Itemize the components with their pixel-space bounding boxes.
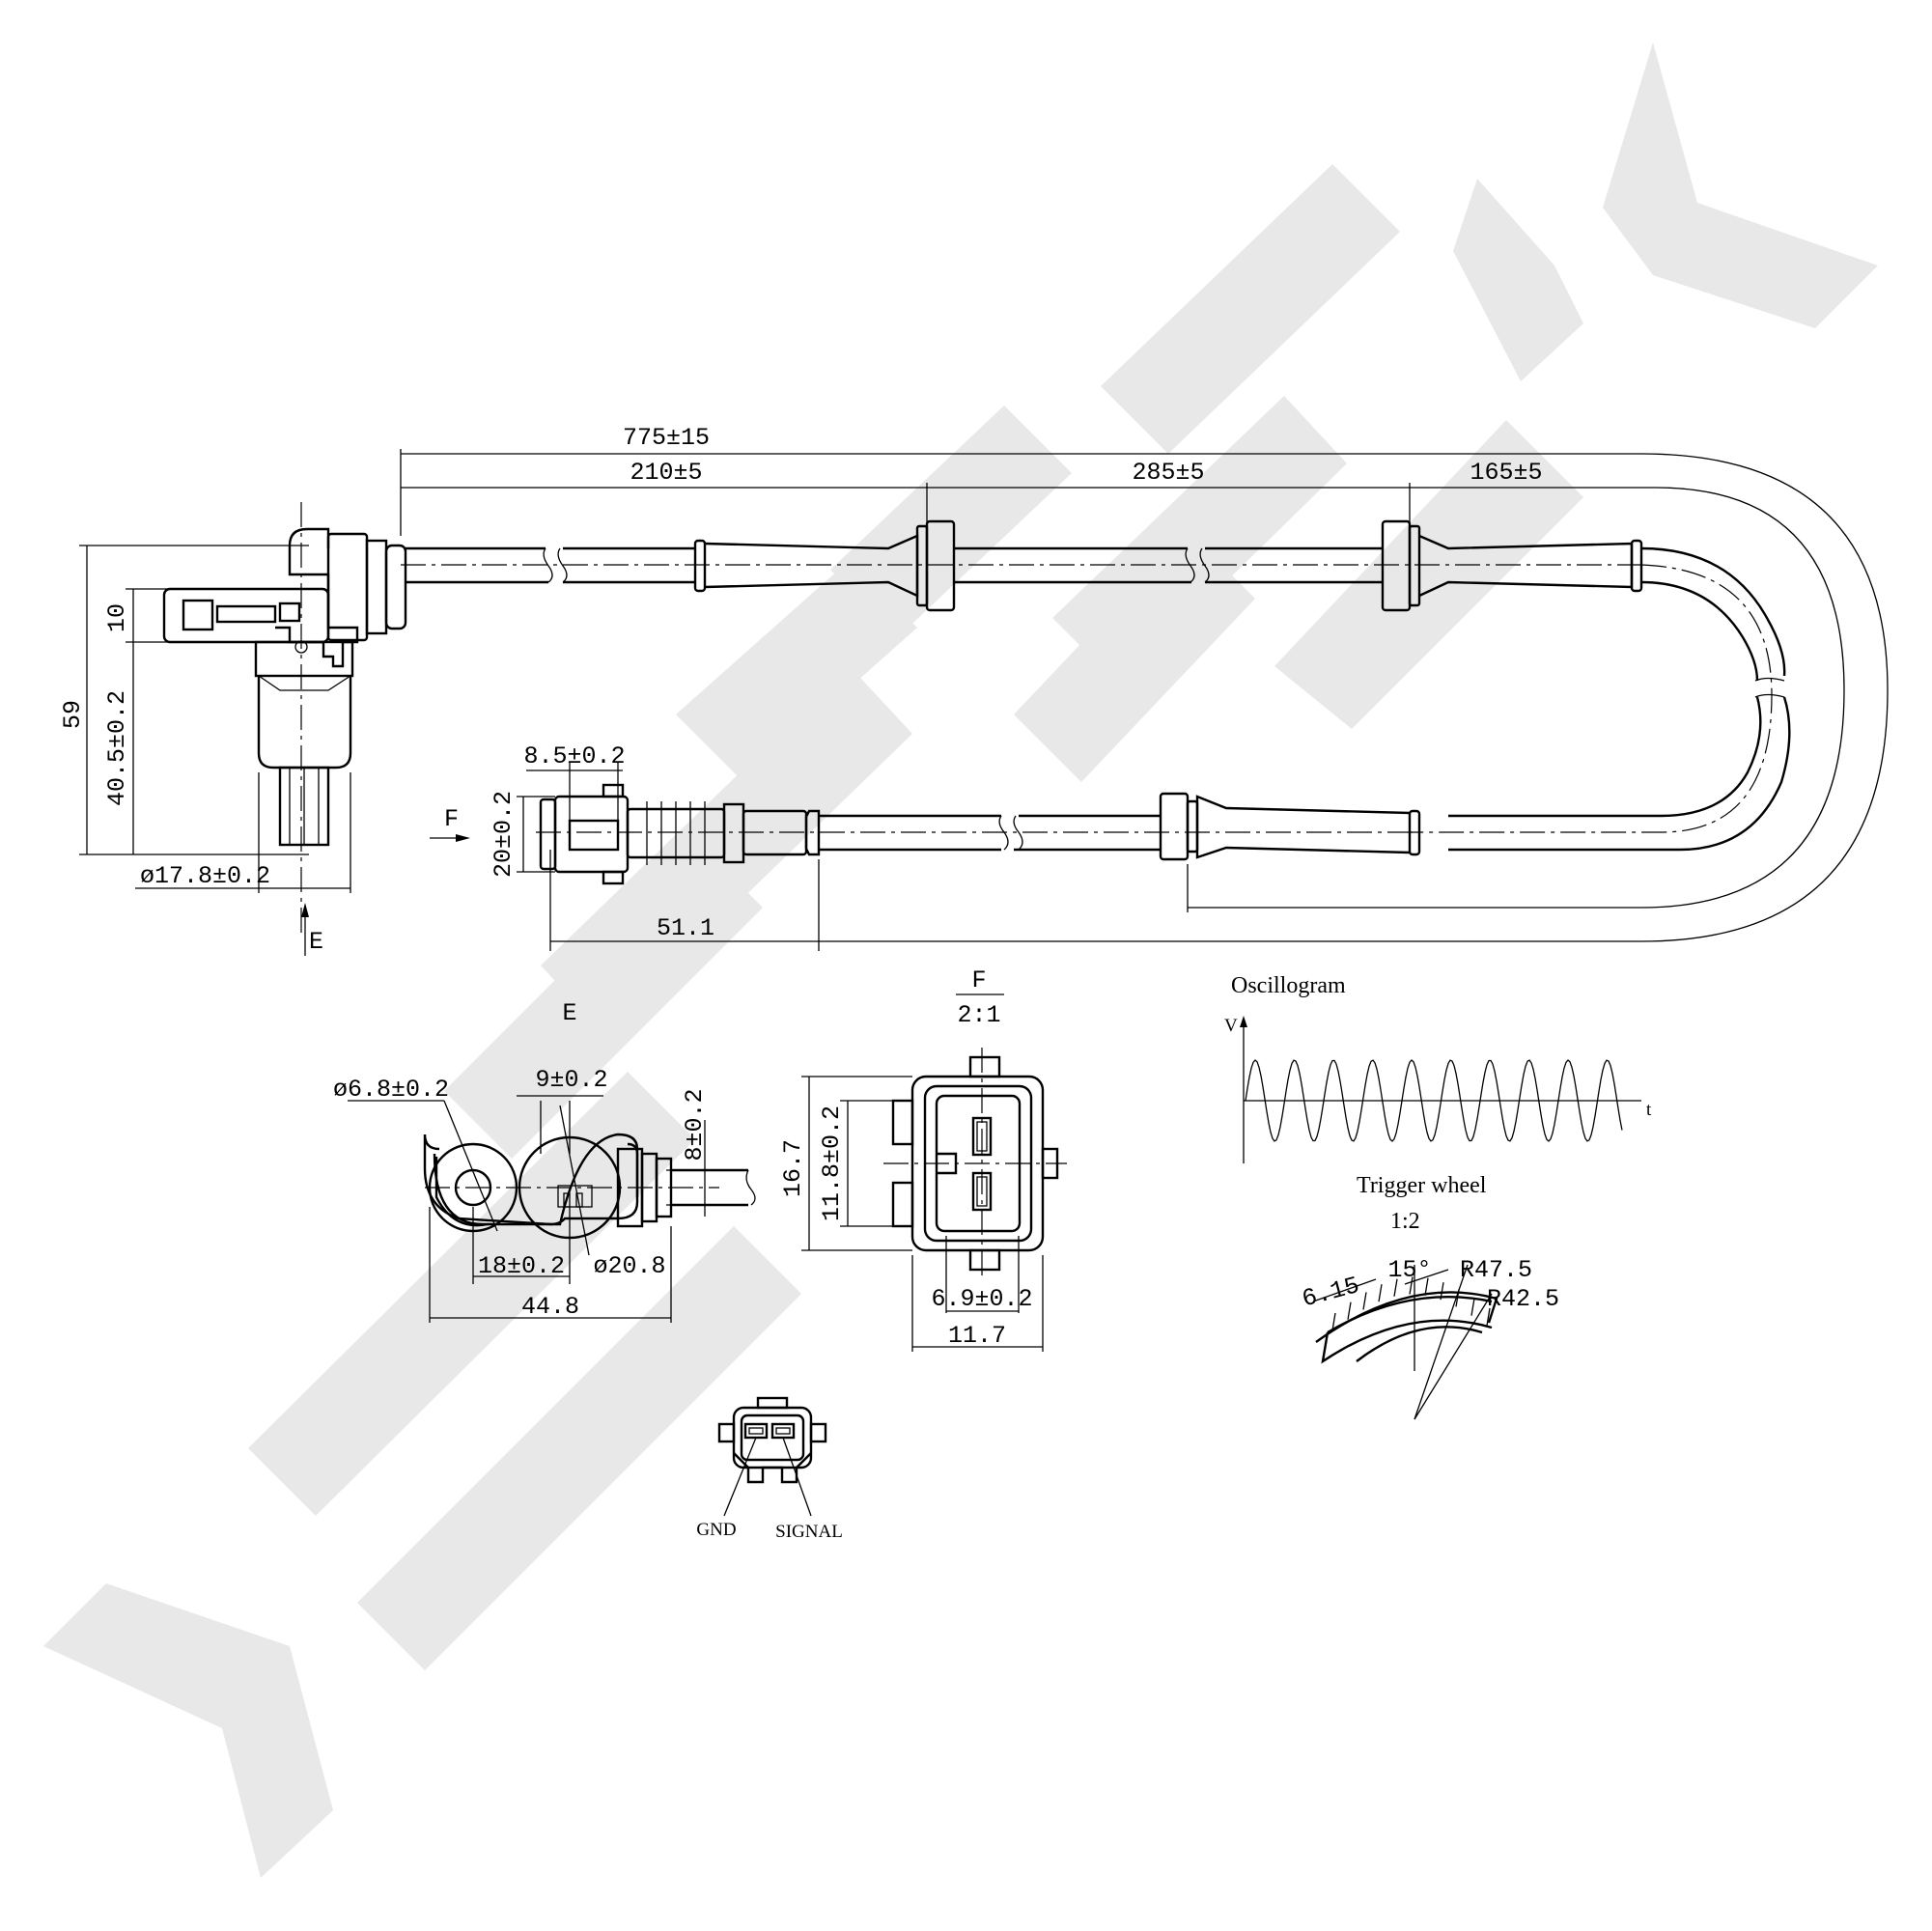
trigger-wheel-drawing <box>1312 1264 1498 1420</box>
connector-dimensions <box>430 763 623 873</box>
dim-spacing: 18±0.2 <box>478 1252 565 1280</box>
osc-v-label: V <box>1224 1016 1238 1036</box>
wheel-tooth <box>1440 1282 1444 1301</box>
dim-seg2: 285±5 <box>1132 459 1204 487</box>
cable-bottom <box>536 783 1421 885</box>
wheel-tooth <box>1409 1276 1414 1295</box>
watermark-logo <box>43 42 1878 1878</box>
view-f-scale: 2:1 <box>957 1001 1000 1029</box>
tw-pitch: 6.15 <box>1300 1272 1362 1314</box>
cable-top <box>401 519 1791 852</box>
dim-offset: 9±0.2 <box>535 1066 607 1094</box>
dim-f-height: 16.7 <box>779 1139 807 1197</box>
dim-f-inner-width: 6.9±0.2 <box>931 1285 1032 1313</box>
sensor-dimensions <box>79 545 351 956</box>
dim-height-total: 59 <box>59 700 87 729</box>
dim-cable-dia: 8±0.2 <box>681 1088 709 1161</box>
wheel-tooth <box>1424 1277 1429 1296</box>
trigger-wheel-scale: 1:2 <box>1390 1209 1420 1234</box>
wheel-tooth <box>1347 1301 1352 1320</box>
dim-overall-length: 775±15 <box>623 424 710 452</box>
tw-r-outer: R47.5 <box>1460 1256 1532 1284</box>
wheel-tooth <box>1470 1298 1475 1316</box>
dim-body-diameter: ø17.8±0.2 <box>140 862 270 890</box>
pinout-connector <box>717 1396 827 1517</box>
dim-connector-length: 51.1 <box>657 914 714 942</box>
dim-seg3: 165±5 <box>1470 459 1542 487</box>
view-f-title: F <box>971 966 986 994</box>
wheel-tooth <box>1486 1307 1491 1327</box>
trigger-wheel-title: Trigger wheel <box>1357 1173 1487 1198</box>
view-e-drawing <box>348 1095 756 1323</box>
osc-t-label: t <box>1646 1100 1652 1120</box>
view-e-title: E <box>562 999 576 1027</box>
wheel-tooth <box>1331 1312 1336 1331</box>
oscillogram-title: Oscillogram <box>1231 973 1346 998</box>
dim-hole-dia: ø6.8±0.2 <box>333 1076 449 1104</box>
dim-f-inner-height: 11.8±0.2 <box>818 1105 846 1221</box>
tw-r-inner: R42.5 <box>1487 1285 1559 1313</box>
dim-connector-height: 20±0.2 <box>490 791 518 878</box>
dim-body-height: 40.5±0.2 <box>103 690 131 806</box>
pin-gnd-label: GND <box>696 1520 736 1540</box>
dim-body-dia-e: ø20.8 <box>593 1252 665 1280</box>
dim-pin-width: 8.5±0.2 <box>523 742 625 770</box>
pin-signal-label: SIGNAL <box>775 1522 843 1542</box>
view-marker-f: F <box>444 805 459 833</box>
dim-f-width: 11.7 <box>948 1322 1006 1350</box>
view-marker-e: E <box>309 928 323 956</box>
sensor-head <box>162 502 407 937</box>
dim-seg1: 210±5 <box>630 459 702 487</box>
cable-dimensions <box>400 449 1889 951</box>
tw-angle: 15° <box>1387 1256 1431 1284</box>
wheel-tooth <box>1378 1284 1383 1302</box>
oscillogram-plot <box>1240 1016 1641 1163</box>
dim-total-length-e: 44.8 <box>521 1293 579 1321</box>
wheel-tooth <box>1362 1292 1367 1310</box>
wheel-tooth <box>1393 1278 1398 1297</box>
dim-flange-thickness: 10 <box>103 603 131 632</box>
view-f-drawing <box>801 1048 1067 1352</box>
